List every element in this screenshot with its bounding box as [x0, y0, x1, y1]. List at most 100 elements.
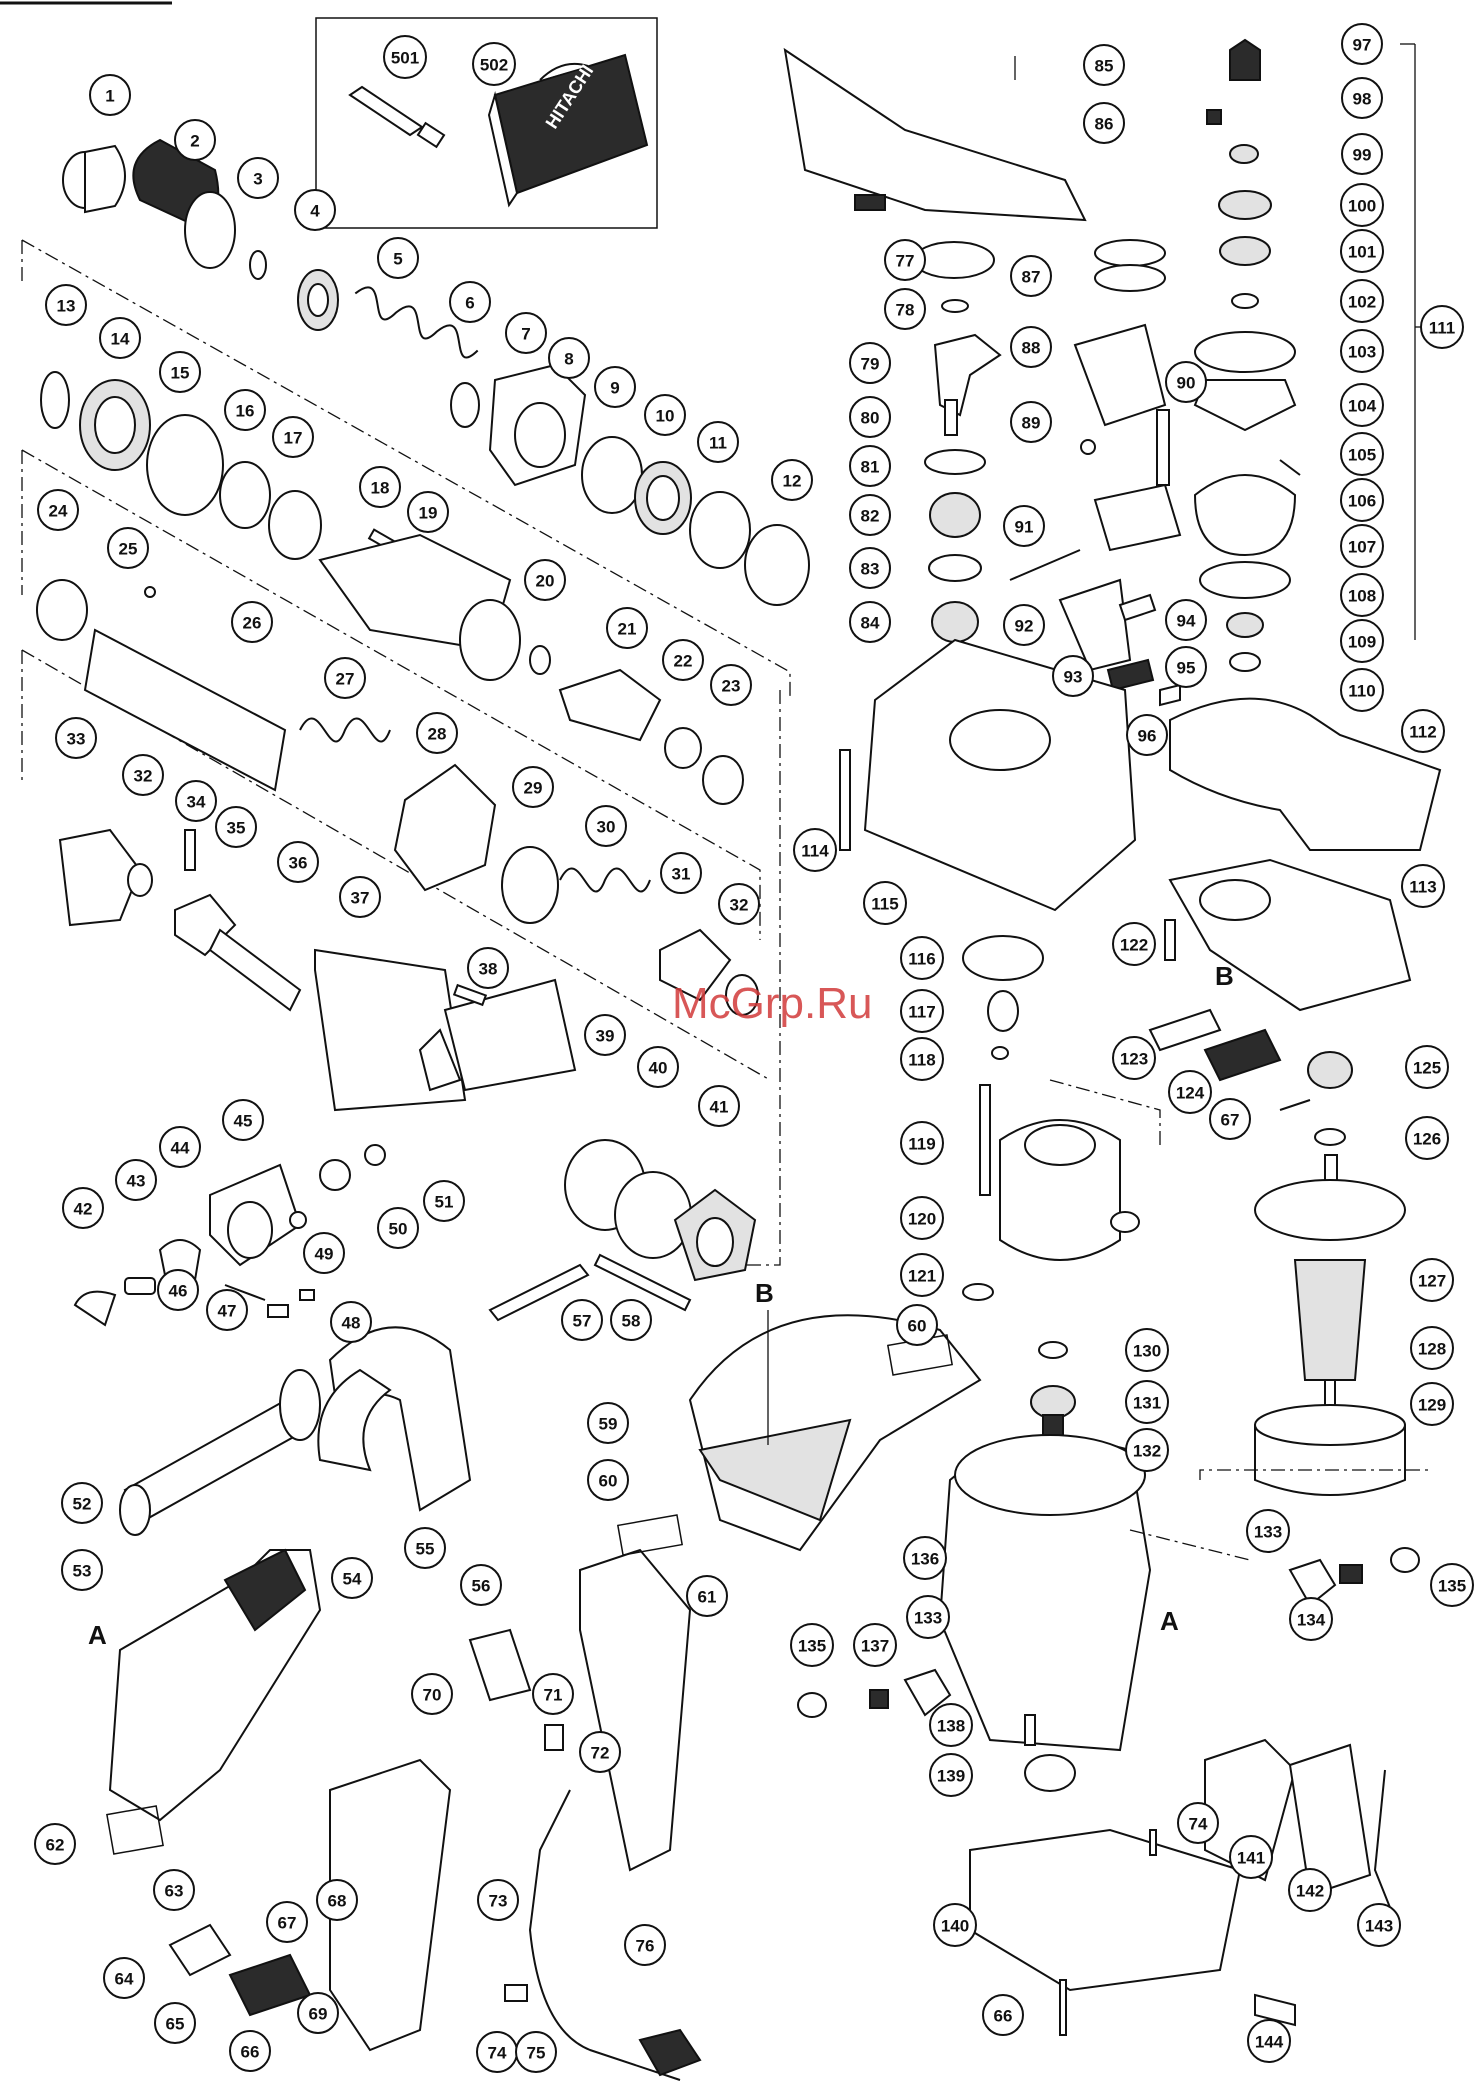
callout-part-66: 66 — [229, 2030, 271, 2072]
callout-circle — [1010, 326, 1052, 368]
callout-circle — [524, 559, 566, 601]
callout-circle — [1165, 361, 1207, 403]
callout-part-79: 79 — [849, 342, 891, 384]
callout-part-75: 75 — [515, 2031, 557, 2073]
callout-part-53: 53 — [61, 1549, 103, 1591]
callout-circle — [154, 2002, 196, 2044]
callout-number: 55 — [416, 1540, 435, 1559]
callout-circle — [330, 1301, 372, 1343]
callout-part-133: 133 — [906, 1595, 950, 1639]
callout-part-17: 17 — [272, 416, 314, 458]
callout-part-107: 107 — [1340, 524, 1384, 568]
callout-part-116: 116 — [900, 936, 944, 980]
callout-part-54: 54 — [331, 1557, 373, 1599]
callout-circle — [906, 1595, 950, 1639]
callout-number: 33 — [67, 730, 86, 749]
gear-armature-small-group — [962, 919, 1353, 1146]
callout-number: 49 — [315, 1245, 334, 1264]
callout-number: 76 — [636, 1937, 655, 1956]
callout-part-6: 6 — [449, 281, 491, 323]
callout-number: 20 — [536, 572, 555, 591]
callout-number: 87 — [1022, 268, 1041, 287]
callout-circle — [849, 494, 891, 536]
callout-part-126: 126 — [1405, 1116, 1449, 1160]
callout-part-15: 15 — [159, 351, 201, 393]
callout-part-64: 64 — [103, 1957, 145, 1999]
callout-number: 47 — [218, 1302, 237, 1321]
callout-number: 4 — [310, 202, 320, 221]
callout-number: 2 — [190, 132, 199, 151]
callout-part-129: 129 — [1410, 1382, 1454, 1426]
callout-part-3: 3 — [237, 157, 279, 199]
motor-housing-group — [797, 1434, 1420, 1752]
callout-circle — [1125, 1380, 1169, 1424]
callout-number: 60 — [599, 1472, 618, 1491]
callout-number: 32 — [730, 896, 749, 915]
callout-number: 130 — [1133, 1342, 1161, 1361]
callout-number: 139 — [937, 1767, 965, 1786]
stator-group — [962, 1084, 1140, 1301]
callout-circle — [407, 491, 449, 533]
callout-part-91: 91 — [1003, 505, 1045, 547]
callout-part-90: 90 — [1165, 361, 1207, 403]
callout-part-8: 8 — [548, 337, 590, 379]
callout-circle — [853, 1623, 897, 1667]
callout-number: 45 — [234, 1112, 253, 1131]
callout-number: 126 — [1413, 1130, 1441, 1149]
callout-circle — [1340, 573, 1384, 617]
callout-circle — [505, 312, 547, 354]
barrel-group — [36, 579, 759, 1016]
callout-circle — [1247, 2019, 1291, 2063]
bearing-stack-group — [1030, 1341, 1076, 1441]
callout-part-51: 51 — [423, 1180, 465, 1222]
callout-number: 141 — [1237, 1849, 1265, 1868]
callout-part-125: 125 — [1405, 1045, 1449, 1089]
callout-circle — [1246, 1509, 1290, 1553]
callout-number: 143 — [1365, 1917, 1393, 1936]
callout-circle — [1340, 383, 1384, 427]
callout-part-73: 73 — [477, 1879, 519, 1921]
callout-number: 95 — [1177, 659, 1196, 678]
callout-part-85: 85 — [1083, 44, 1125, 86]
callout-number: 74 — [488, 2044, 507, 2063]
callout-part-501: 501 — [383, 35, 427, 79]
callout-number: 115 — [871, 895, 898, 914]
callout-number: 100 — [1348, 197, 1376, 216]
callout-circle — [449, 281, 491, 323]
callout-number: 111 — [1429, 319, 1456, 338]
callout-part-37: 37 — [339, 876, 381, 918]
callout-circle — [900, 1253, 944, 1297]
callout-number: 138 — [937, 1717, 965, 1736]
callout-circle — [1341, 133, 1383, 175]
callout-circle — [1125, 1428, 1169, 1472]
callout-number: 124 — [1176, 1084, 1205, 1103]
callout-circle — [460, 1564, 502, 1606]
callout-number: 116 — [908, 950, 935, 969]
callout-circle — [62, 1187, 104, 1229]
cover-group — [616, 1310, 982, 1556]
callout-number: 123 — [1120, 1050, 1148, 1069]
callout-part-38: 38 — [467, 947, 509, 989]
callout-part-21: 21 — [606, 607, 648, 649]
callout-circle — [900, 1037, 944, 1081]
callout-circle — [359, 466, 401, 508]
callout-number: 128 — [1418, 1340, 1446, 1359]
callout-circle — [237, 157, 279, 199]
callout-circle — [294, 189, 336, 231]
callout-part-29: 29 — [512, 766, 554, 808]
callout-circle — [587, 1402, 629, 1444]
callout-number: 31 — [672, 865, 691, 884]
callout-number: 43 — [127, 1172, 146, 1191]
callout-circle — [1405, 1116, 1449, 1160]
callout-number: 19 — [419, 504, 438, 523]
callout-circle — [1209, 1098, 1251, 1140]
callout-circle — [863, 881, 907, 925]
callout-number: 44 — [171, 1139, 190, 1158]
callout-circle — [606, 607, 648, 649]
callout-number: 61 — [698, 1588, 717, 1607]
callout-circle — [115, 1159, 157, 1201]
callout-part-39: 39 — [584, 1014, 626, 1056]
callout-number: 11 — [709, 434, 727, 453]
callout-part-47: 47 — [206, 1289, 248, 1331]
callout-number: 93 — [1064, 668, 1083, 687]
